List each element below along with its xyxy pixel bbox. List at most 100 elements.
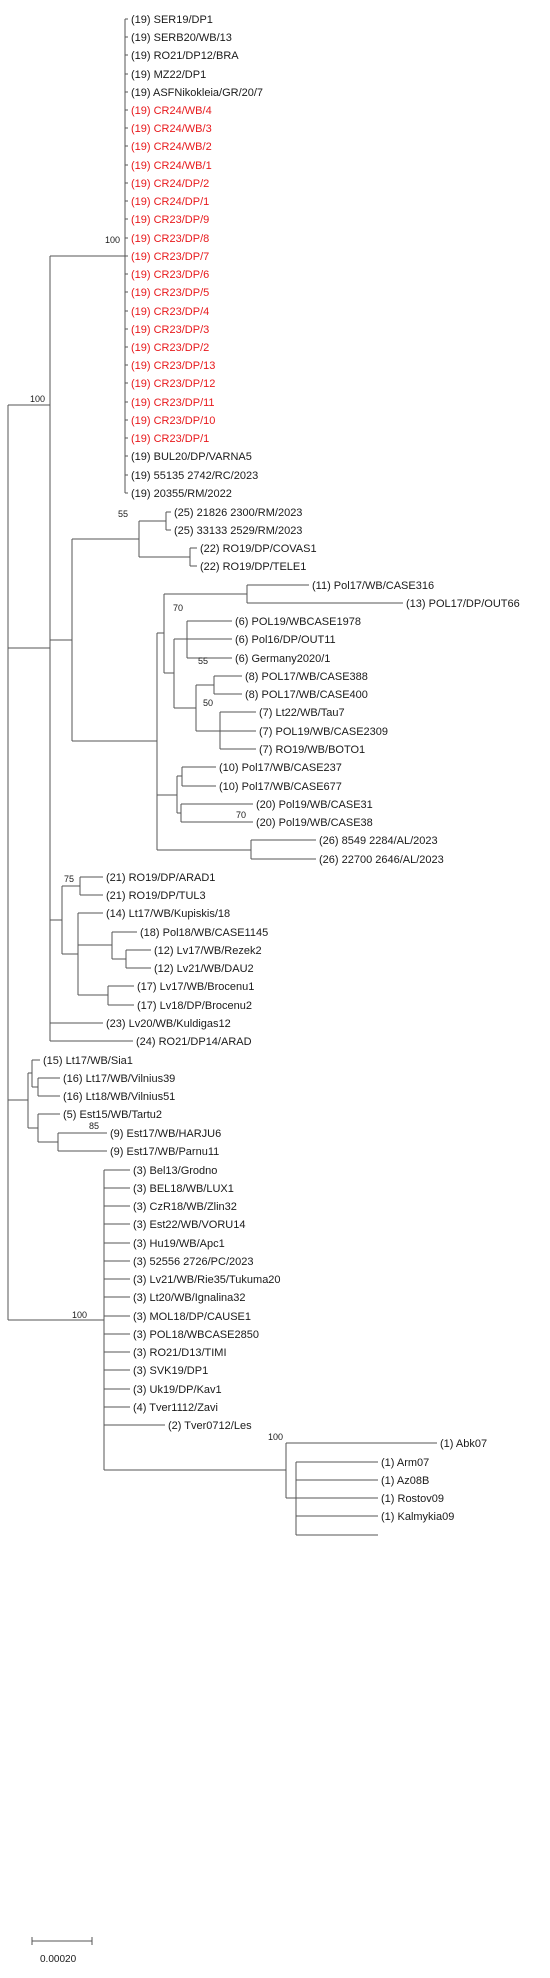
leaf-label: (19) CR23/DP/12: [131, 378, 215, 390]
leaf-label: (12) Lv21/WB/DAU2: [154, 963, 254, 975]
bootstrap-value: 100: [30, 394, 45, 404]
leaf-label: (19) RO21/DP12/BRA: [131, 50, 239, 62]
leaf-label: (19) CR24/DP/1: [131, 196, 209, 208]
leaf-label: (3) Uk19/DP/Kav1: [133, 1384, 222, 1396]
leaf-label: (15) Lt17/WB/Sia1: [43, 1055, 133, 1067]
leaf-label: (22) RO19/DP/TELE1: [200, 561, 306, 573]
leaf-label: (19) SER19/DP1: [131, 14, 213, 26]
leaf-labels: (19) SER19/DP1 (19) SERB20/WB/13 (19) RO21…: [43, 14, 520, 1523]
leaf-label: (9) Est17/WB/HARJU6: [110, 1128, 221, 1140]
bootstrap-value: 100: [268, 1432, 283, 1442]
leaf-label: (6) Pol16/DP/OUT11: [235, 634, 336, 646]
leaf-label: (1) Kalmykia09: [381, 1511, 454, 1523]
leaf-label: (8) POL17/WB/CASE388: [245, 671, 368, 683]
leaf-label: (19) ASFNikokleia/GR/20/7: [131, 87, 263, 99]
leaf-label: (5) Est15/WB/Tartu2: [63, 1109, 162, 1121]
leaf-label: (19) 55135 2742/RC/2023: [131, 470, 258, 482]
leaf-label: (19) CR23/DP/8: [131, 233, 209, 245]
leaf-label: (19) CR24/WB/1: [131, 160, 212, 172]
scale-bar-label: 0.00020: [40, 1954, 77, 1965]
leaf-label: (19) CR23/DP/9: [131, 214, 209, 226]
tree-branches: [7, 18, 437, 1536]
leaf-label: (13) POL17/DP/OUT66: [406, 598, 520, 610]
leaf-label: (19) MZ22/DP1: [131, 69, 206, 81]
bootstrap-labels: 100 100 55 70 55 50 70 75 85 100 100: [30, 235, 283, 1442]
leaf-label: (19) CR24/DP/2: [131, 178, 209, 190]
leaf-label: (25) 33133 2529/RM/2023: [174, 525, 302, 537]
leaf-label: (10) Pol17/WB/CASE237: [219, 762, 342, 774]
leaf-label: (1) Arm07: [381, 1457, 429, 1469]
leaf-label: (4) Tver1112/Zavi: [133, 1402, 218, 1414]
leaf-label: (3) 52556 2726/PC/2023: [133, 1256, 253, 1268]
leaf-label: (11) Pol17/WB/CASE316: [312, 580, 434, 592]
leaf-label: (19) CR24/WB/3: [131, 123, 212, 135]
bootstrap-value: 75: [64, 874, 74, 884]
leaf-label: (25) 21826 2300/RM/2023: [174, 507, 302, 519]
leaf-label: (3) POL18/WBCASE2850: [133, 1329, 259, 1341]
leaf-label: (1) Rostov09: [381, 1493, 444, 1505]
bootstrap-value: 50: [203, 698, 213, 708]
leaf-label: (3) Est22/WB/VORU14: [133, 1219, 245, 1231]
leaf-label: (19) CR24/WB/4: [131, 105, 212, 117]
leaf-label: (12) Lv17/WB/Rezek2: [154, 945, 262, 957]
leaf-label: (3) BEL18/WB/LUX1: [133, 1183, 234, 1195]
leaf-label: (10) Pol17/WB/CASE677: [219, 781, 342, 793]
leaf-label: (14) Lt17/WB/Kupiskis/18: [106, 908, 230, 920]
leaf-label: (16) Lt17/WB/Vilnius39: [63, 1073, 175, 1085]
leaf-label: (24) RO21/DP14/ARAD: [136, 1036, 252, 1048]
leaf-label: (3) RO21/D13/TIMI: [133, 1347, 227, 1359]
bootstrap-value: 100: [105, 235, 120, 245]
leaf-label: (17) Lv18/DP/Brocenu2: [137, 1000, 252, 1012]
leaf-label: (3) SVK19/DP1: [133, 1365, 208, 1377]
leaf-label: (19) CR23/DP/13: [131, 360, 215, 372]
leaf-label: (21) RO19/DP/ARAD1: [106, 872, 215, 884]
leaf-label: (19) CR24/WB/2: [131, 141, 212, 153]
leaf-label: (18) Pol18/WB/CASE1145: [140, 927, 268, 939]
leaf-label: (9) Est17/WB/Parnu11: [110, 1146, 219, 1158]
leaf-label: (19) CR23/DP/11: [131, 397, 215, 409]
bootstrap-value: 55: [198, 656, 208, 666]
leaf-label: (7) RO19/WB/BOTO1: [259, 744, 365, 756]
leaf-label: (1) Az08B: [381, 1475, 429, 1487]
leaf-label: (19) CR23/DP/7: [131, 251, 209, 263]
leaf-label: (23) Lv20/WB/Kuldigas12: [106, 1018, 231, 1030]
bootstrap-value: 55: [118, 509, 128, 519]
leaf-label: (8) POL17/WB/CASE400: [245, 689, 368, 701]
leaf-label: (19) CR23/DP/6: [131, 269, 209, 281]
leaf-label: (19) CR23/DP/3: [131, 324, 209, 336]
leaf-label: (6) Germany2020/1: [235, 653, 330, 665]
leaf-label: (19) CR23/DP/2: [131, 342, 209, 354]
leaf-label: (19) CR23/DP/10: [131, 415, 215, 427]
leaf-label: (26) 8549 2284/AL/2023: [319, 835, 438, 847]
leaf-label: (19) CR23/DP/5: [131, 287, 209, 299]
leaf-label: (19) BUL20/DP/VARNA5: [131, 451, 252, 463]
leaf-label: (19) SERB20/WB/13: [131, 32, 232, 44]
leaf-label: (3) CzR18/WB/Zlin32: [133, 1201, 237, 1213]
leaf-label: (3) MOL18/DP/CAUSE1: [133, 1311, 251, 1323]
leaf-label: (19) CR23/DP/1: [131, 433, 209, 445]
leaf-label: (19) CR23/DP/4: [131, 306, 209, 318]
leaf-label: (2) Tver0712/Les: [168, 1420, 252, 1432]
scale-bar: 0.00020: [31, 1937, 93, 1965]
bootstrap-value: 70: [173, 603, 183, 613]
leaf-label: (21) RO19/DP/TUL3: [106, 890, 206, 902]
leaf-label: (20) Pol19/WB/CASE38: [256, 817, 373, 829]
leaf-label: (3) Bel13/Grodno: [133, 1165, 217, 1177]
bootstrap-value: 100: [72, 1310, 87, 1320]
bootstrap-value: 85: [89, 1121, 99, 1131]
leaf-label: (3) Lt20/WB/Ignalina32: [133, 1292, 246, 1304]
leaf-label: (3) Hu19/WB/Apc1: [133, 1238, 225, 1250]
bootstrap-value: 70: [236, 810, 246, 820]
leaf-label: (7) POL19/WB/CASE2309: [259, 726, 388, 738]
leaf-label: (20) Pol19/WB/CASE31: [256, 799, 373, 811]
leaf-label: (26) 22700 2646/AL/2023: [319, 854, 444, 866]
leaf-label: (6) POL19/WBCASE1978: [235, 616, 361, 628]
leaf-label: (1) Abk07: [440, 1438, 487, 1450]
leaf-label: (19) 20355/RM/2022: [131, 488, 232, 500]
leaf-label: (22) RO19/DP/COVAS1: [200, 543, 317, 555]
leaf-label: (17) Lv17/WB/Brocenu1: [137, 981, 254, 993]
leaf-label: (16) Lt18/WB/Vilnius51: [63, 1091, 175, 1103]
leaf-label: (7) Lt22/WB/Tau7: [259, 707, 345, 719]
leaf-label: (3) Lv21/WB/Rie35/Tukuma20: [133, 1274, 281, 1286]
